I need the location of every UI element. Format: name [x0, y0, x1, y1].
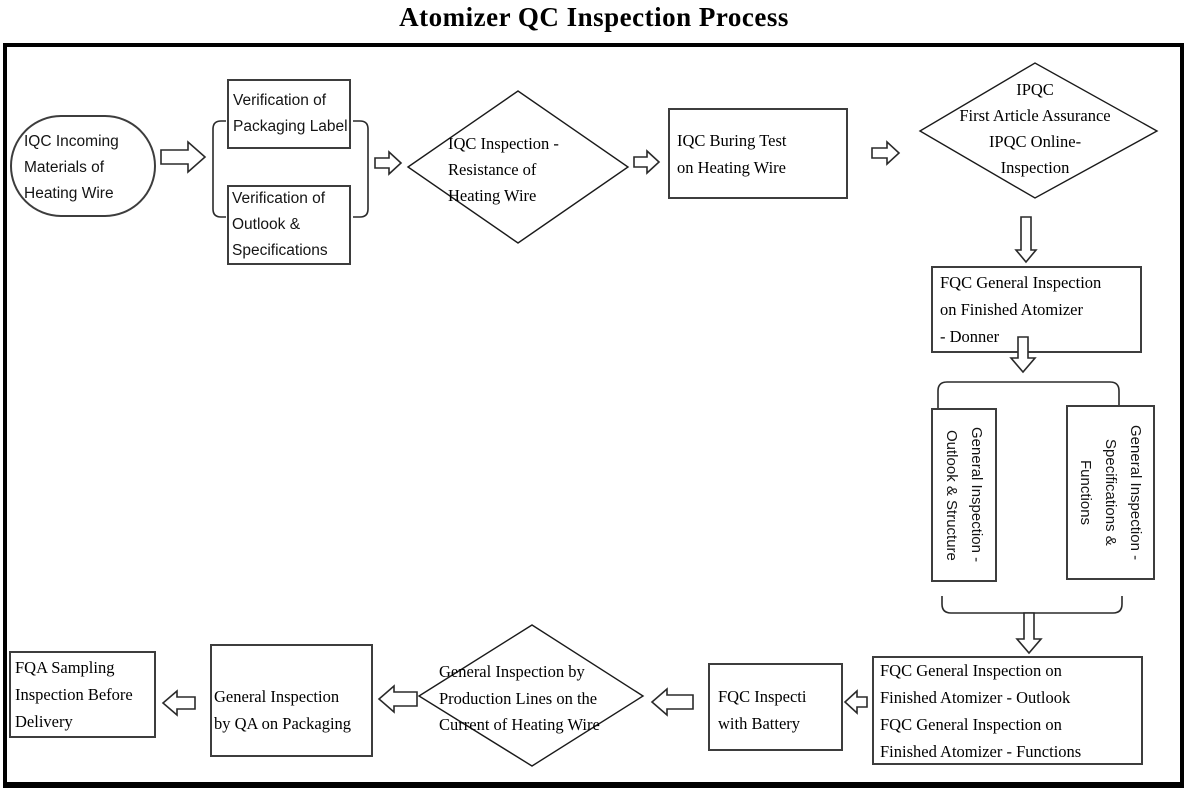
- diagram-title: Atomizer QC Inspection Process: [399, 2, 789, 32]
- node-verification-packaging-label: Verification of Packaging Label: [227, 79, 351, 149]
- node-iqc-incoming-materials-label: IQC Incoming Materials of Heating Wire: [24, 133, 119, 202]
- node-general-inspection-specifications-functions: General Inspection - Specifications & Fu…: [1066, 405, 1155, 580]
- node-general-inspection-outlook-structure: General Inspection - Outlook & Structure: [931, 408, 997, 582]
- diamond-iqc-resistance-label: IQC Inspection - Resistance of Heating W…: [448, 134, 559, 205]
- node-iqc-buring-test: IQC Buring Test on Heating Wire: [668, 108, 848, 199]
- node-general-inspection-specifications-functions-text: General Inspection - Specifications & Fu…: [1077, 424, 1144, 561]
- diamond-ipqc-label: IPQC First Article Assurance IPQC Online…: [959, 80, 1111, 177]
- node-general-inspection-qa-packaging-text: General Inspection by QA on Packaging: [214, 686, 352, 733]
- node-fqc-general-inspection-donner-text: FQC General Inspection on Finished Atomi…: [940, 273, 1102, 346]
- node-fqc-general-inspection-outlook-functions: FQC General Inspection on Finished Atomi…: [872, 656, 1143, 765]
- node-verification-outlook-specifications: Verification of Outlook & Specifications: [227, 185, 351, 265]
- node-verification-packaging-label-text: Verification of Packaging Label: [233, 92, 348, 135]
- node-fqc-general-inspection-outlook-functions-text: FQC General Inspection on Finished Atomi…: [880, 660, 1082, 761]
- node-fqa-sampling-inspection-text: FQA Sampling Inspection Before Delivery: [15, 658, 133, 731]
- node-fqc-general-inspection-donner: FQC General Inspection on Finished Atomi…: [931, 266, 1142, 353]
- node-verification-outlook-specifications-text: Verification of Outlook & Specifications: [232, 190, 328, 259]
- node-fqa-sampling-inspection: FQA Sampling Inspection Before Delivery: [9, 651, 156, 738]
- node-iqc-buring-test-text: IQC Buring Test on Heating Wire: [677, 130, 787, 177]
- node-general-inspection-outlook-structure-text: General Inspection - Outlook & Structure: [943, 427, 985, 563]
- node-general-inspection-qa-packaging: General Inspection by QA on Packaging: [210, 644, 373, 757]
- node-fqc-inspection-with-battery: FQC Inspecti with Battery: [708, 663, 843, 751]
- diagram-frame: [3, 43, 1184, 788]
- node-iqc-incoming-materials: IQC Incoming Materials of Heating Wire: [10, 115, 156, 217]
- diamond-production-current-label: General Inspection by Production Lines o…: [439, 662, 600, 734]
- node-fqc-inspection-with-battery-text: FQC Inspecti with Battery: [718, 687, 807, 733]
